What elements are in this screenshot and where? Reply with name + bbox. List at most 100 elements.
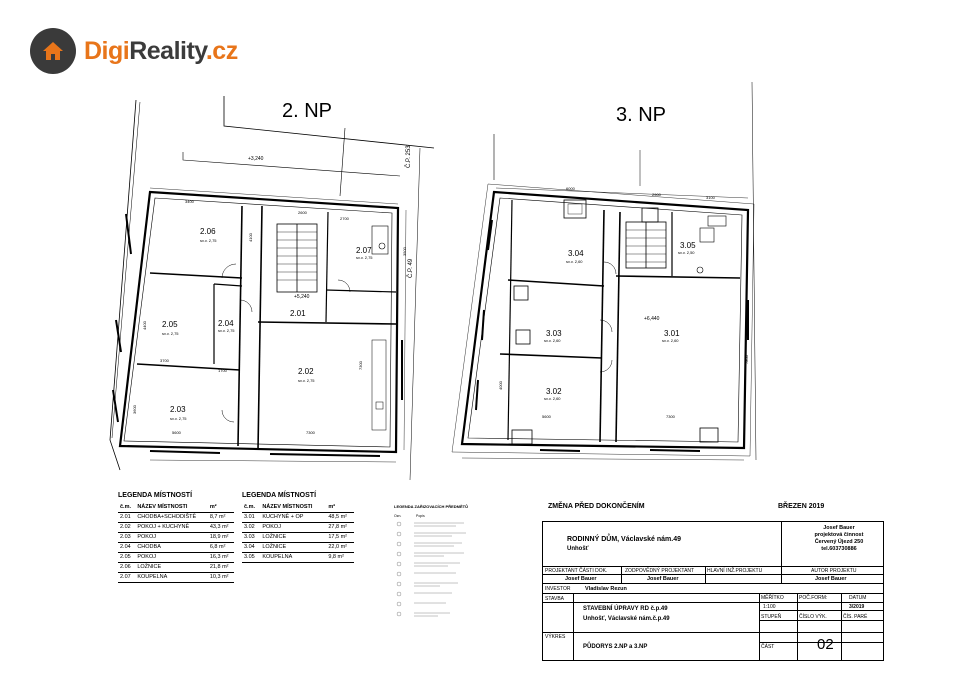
- level-mark: +6,440: [644, 316, 660, 322]
- logo[interactable]: DigiReality.cz: [30, 28, 238, 74]
- change-note: ZMĚNA PŘED DOKONČENÍM: [548, 503, 645, 510]
- room-label: 3.03: [546, 329, 562, 338]
- drawing-number-label: ČÍSLO VÝK.: [799, 614, 827, 620]
- svg-text:2700: 2700: [340, 216, 350, 221]
- legend-title: LEGENDA MÍSTNOSTÍ: [118, 492, 193, 499]
- header-value: Josef Bauer: [815, 576, 847, 582]
- fixture-legend-col: Ozn.: [394, 514, 402, 518]
- room-label: 3.05: [680, 241, 696, 250]
- svg-text:2600: 2600: [298, 210, 308, 215]
- room-label: 2.02: [298, 367, 314, 376]
- room-height: sv.v. 2,60: [544, 338, 561, 343]
- header-value: Josef Bauer: [647, 576, 679, 582]
- plan-3np: [451, 81, 757, 461]
- room-label: 2.04: [218, 319, 234, 328]
- lot-number: Č.P. 49: [407, 258, 414, 278]
- project-town: Unhošť: [567, 546, 589, 552]
- fixture-legend-lines: [396, 521, 466, 617]
- part-label: ČÁST: [761, 644, 775, 650]
- vykres-label: VÝKRES: [545, 634, 566, 640]
- author-name: Josef Bauer: [823, 525, 855, 531]
- fixture-legend-title: LEGENDA ZAŘIZOVACÍCH PŘEDMĚTŮ: [394, 504, 468, 509]
- vykres-value: PŮDORYS 2.NP a 3.NP: [583, 644, 648, 650]
- room-height: sv.v. 2,60: [662, 338, 679, 343]
- project-title: RODINNÝ DŮM, Václavské nám.49: [567, 536, 681, 543]
- svg-text:3700: 3700: [160, 358, 170, 363]
- copy-number-label: ČÍS. PARÉ: [843, 614, 868, 620]
- level-mark: +5,240: [294, 294, 310, 300]
- plan-3np-dims: 6000 2900 3100 5600 7300 7800 4000: [498, 186, 749, 419]
- room-height: sv.v. 2,50: [678, 250, 695, 255]
- room-height: sv.v. 2,75: [200, 238, 217, 243]
- room-label: 2.05: [162, 320, 178, 329]
- scale-label: MĚŘÍTKO: [761, 595, 784, 601]
- stavba-place: Unhošť, Václavské nám.č.p.49: [583, 616, 670, 622]
- author-line: tel.603730886: [821, 546, 857, 552]
- plan-3np-labels: 3.04 sv.v. 2,60 3.05 sv.v. 2,50 3.03 sv.…: [544, 241, 696, 401]
- part-value: 02: [817, 636, 834, 653]
- floor-title-3np: 3. NP: [616, 104, 667, 126]
- date-value: 3/2019: [849, 604, 865, 610]
- investor-label: INVESTOR: [545, 586, 571, 592]
- svg-text:3100: 3100: [706, 195, 716, 200]
- title-block: RODINNÝ DŮM, Václavské nám.49 Unhošť Jos…: [542, 521, 884, 661]
- room-height: sv.v. 2,60: [566, 259, 583, 264]
- svg-text:1700: 1700: [218, 368, 228, 373]
- author-line: projektová činnost: [814, 532, 864, 538]
- room-label: 2.01: [290, 309, 306, 318]
- date-top: BŘEZEN 2019: [778, 503, 825, 510]
- svg-text:3600: 3600: [132, 404, 137, 414]
- room-height: sv.v. 2,75: [218, 328, 235, 333]
- svg-text:5600: 5600: [542, 414, 552, 419]
- svg-text:3400: 3400: [185, 199, 195, 204]
- date-label: DATUM: [849, 595, 867, 601]
- svg-text:5600: 5600: [172, 430, 182, 435]
- svg-text:4100: 4100: [248, 232, 253, 242]
- scale-value: 1:100: [763, 604, 776, 610]
- svg-text:7300: 7300: [306, 430, 316, 435]
- room-label: 2.03: [170, 405, 186, 414]
- room-label: 3.02: [546, 387, 562, 396]
- svg-text:4400: 4400: [142, 320, 147, 330]
- svg-text:7300: 7300: [666, 414, 676, 419]
- floor-title-2np: 2. NP: [282, 100, 333, 122]
- room-height: sv.v. 2,60: [544, 396, 561, 401]
- author-line: Červený Újezd 250: [814, 539, 864, 545]
- plan-2np: [109, 96, 435, 481]
- svg-text:7800: 7800: [744, 354, 749, 364]
- plan-2np-dims: 3400 2600 2700 3700 1700 5600 7300 4400 …: [132, 199, 407, 435]
- format-label: POČ.FORM:: [799, 595, 828, 601]
- header-label: AUTOR PROJEKTU: [811, 568, 857, 574]
- investor-value: Vladislav Rezun: [585, 586, 627, 592]
- house-icon: [30, 28, 76, 74]
- svg-text:2900: 2900: [652, 192, 662, 197]
- fixture-legend: LEGENDA ZAŘIZOVACÍCH PŘEDMĚTŮ Ozn. Popis: [394, 504, 480, 624]
- room-label: 3.01: [664, 329, 680, 338]
- room-height: sv.v. 2,75: [356, 255, 373, 260]
- room-height: sv.v. 2,75: [170, 416, 187, 421]
- header-value: Josef Bauer: [565, 576, 597, 582]
- room-label: 3.04: [568, 249, 584, 258]
- logo-text: DigiReality.cz: [84, 36, 238, 65]
- lot-number: Č.P. 253: [405, 145, 412, 168]
- legend-title: LEGENDA MÍSTNOSTÍ: [242, 492, 317, 499]
- room-height: sv.v. 2,75: [298, 378, 315, 383]
- stavba-value: STAVEBNÍ ÚPRAVY RD č.p.49: [583, 606, 668, 612]
- svg-text:7300: 7300: [358, 360, 363, 370]
